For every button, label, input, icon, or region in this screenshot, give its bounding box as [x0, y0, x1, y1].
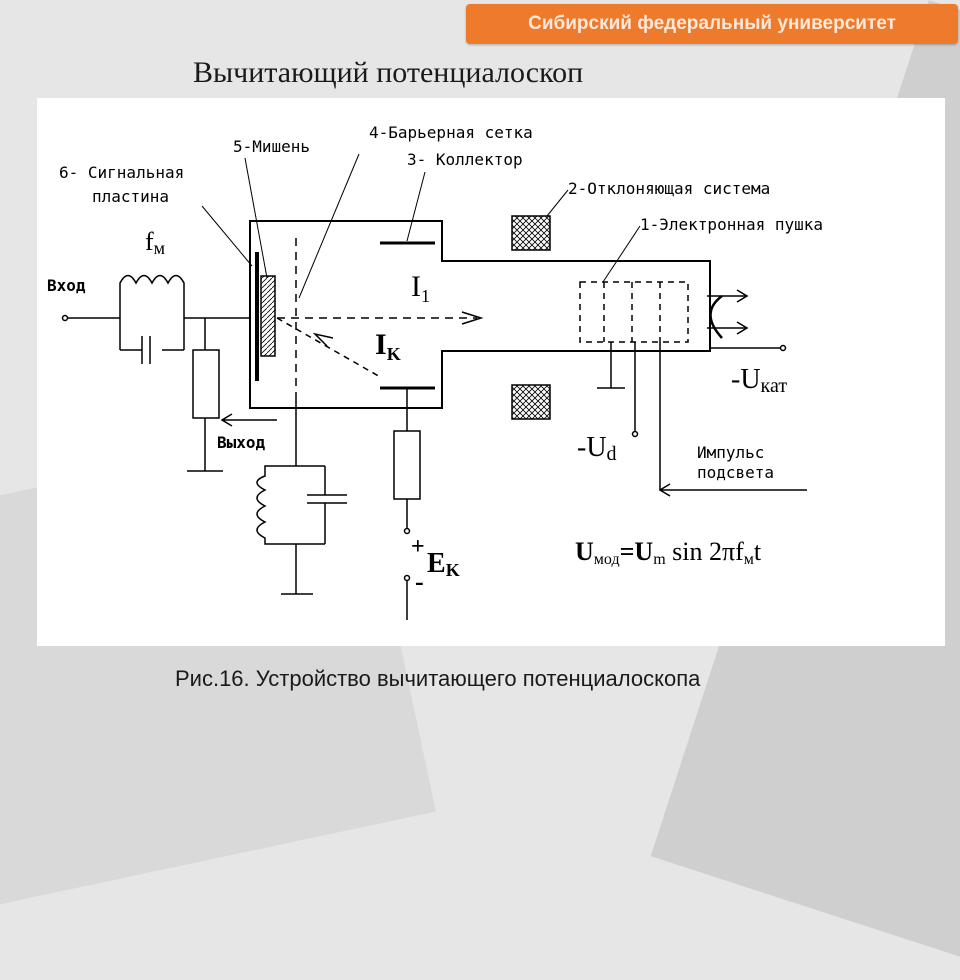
label-target: 5-Мишень [233, 137, 310, 156]
deflection-coil-bottom [511, 384, 551, 420]
slide-title: Вычитающий потенциалоскоп [193, 56, 584, 89]
label-pulse-1: Импульс [697, 443, 764, 462]
electron-gun [579, 281, 689, 343]
label-plus: + [411, 534, 425, 560]
label-input: Вход [47, 276, 86, 295]
fm-coil [119, 274, 185, 318]
figure-caption: Рис.16. Устройство вычитающего потенциал… [175, 666, 701, 691]
label-pulse-2: подсвета [697, 463, 774, 482]
label-ik: IK [375, 328, 401, 364]
label-i1: I1 [411, 270, 430, 306]
tube-outline [249, 220, 711, 409]
label-fm: fм [145, 227, 165, 258]
label-gun: 1-Электронная пушка [640, 215, 823, 234]
label-minus: - [415, 567, 424, 596]
label-deflection: 2-Отклоняющая система [568, 179, 770, 198]
modulation-formula: Uмод=Um sin 2πfмt [575, 537, 762, 568]
load-resistor [192, 349, 220, 419]
label-ucat: -Uкат [731, 364, 787, 397]
label-barrier-grid: 4-Барьерная сетка [369, 123, 533, 142]
label-signal-plate-1: 6- Сигнальная [59, 163, 184, 182]
potentialoscope-diagram: 5-Мишень 4-Барьерная сетка 3- Коллектор … [37, 98, 945, 646]
collector-resistor [393, 430, 421, 500]
label-output: Выход [217, 433, 266, 452]
university-badge: Сибирский федеральный университет [466, 4, 958, 44]
cathode [709, 294, 723, 339]
label-ud: -Ud [577, 432, 617, 465]
label-collector: 3- Коллектор [407, 150, 523, 169]
target [260, 275, 276, 357]
lc-tank-coil [256, 465, 296, 545]
label-ek: EK [427, 548, 460, 580]
return-beam [276, 317, 383, 379]
label-signal-plate-2: пластина [92, 187, 169, 206]
diagram-svg: 5-Мишень 4-Барьерная сетка 3- Коллектор … [47, 123, 823, 620]
deflection-coil-top [511, 215, 551, 251]
